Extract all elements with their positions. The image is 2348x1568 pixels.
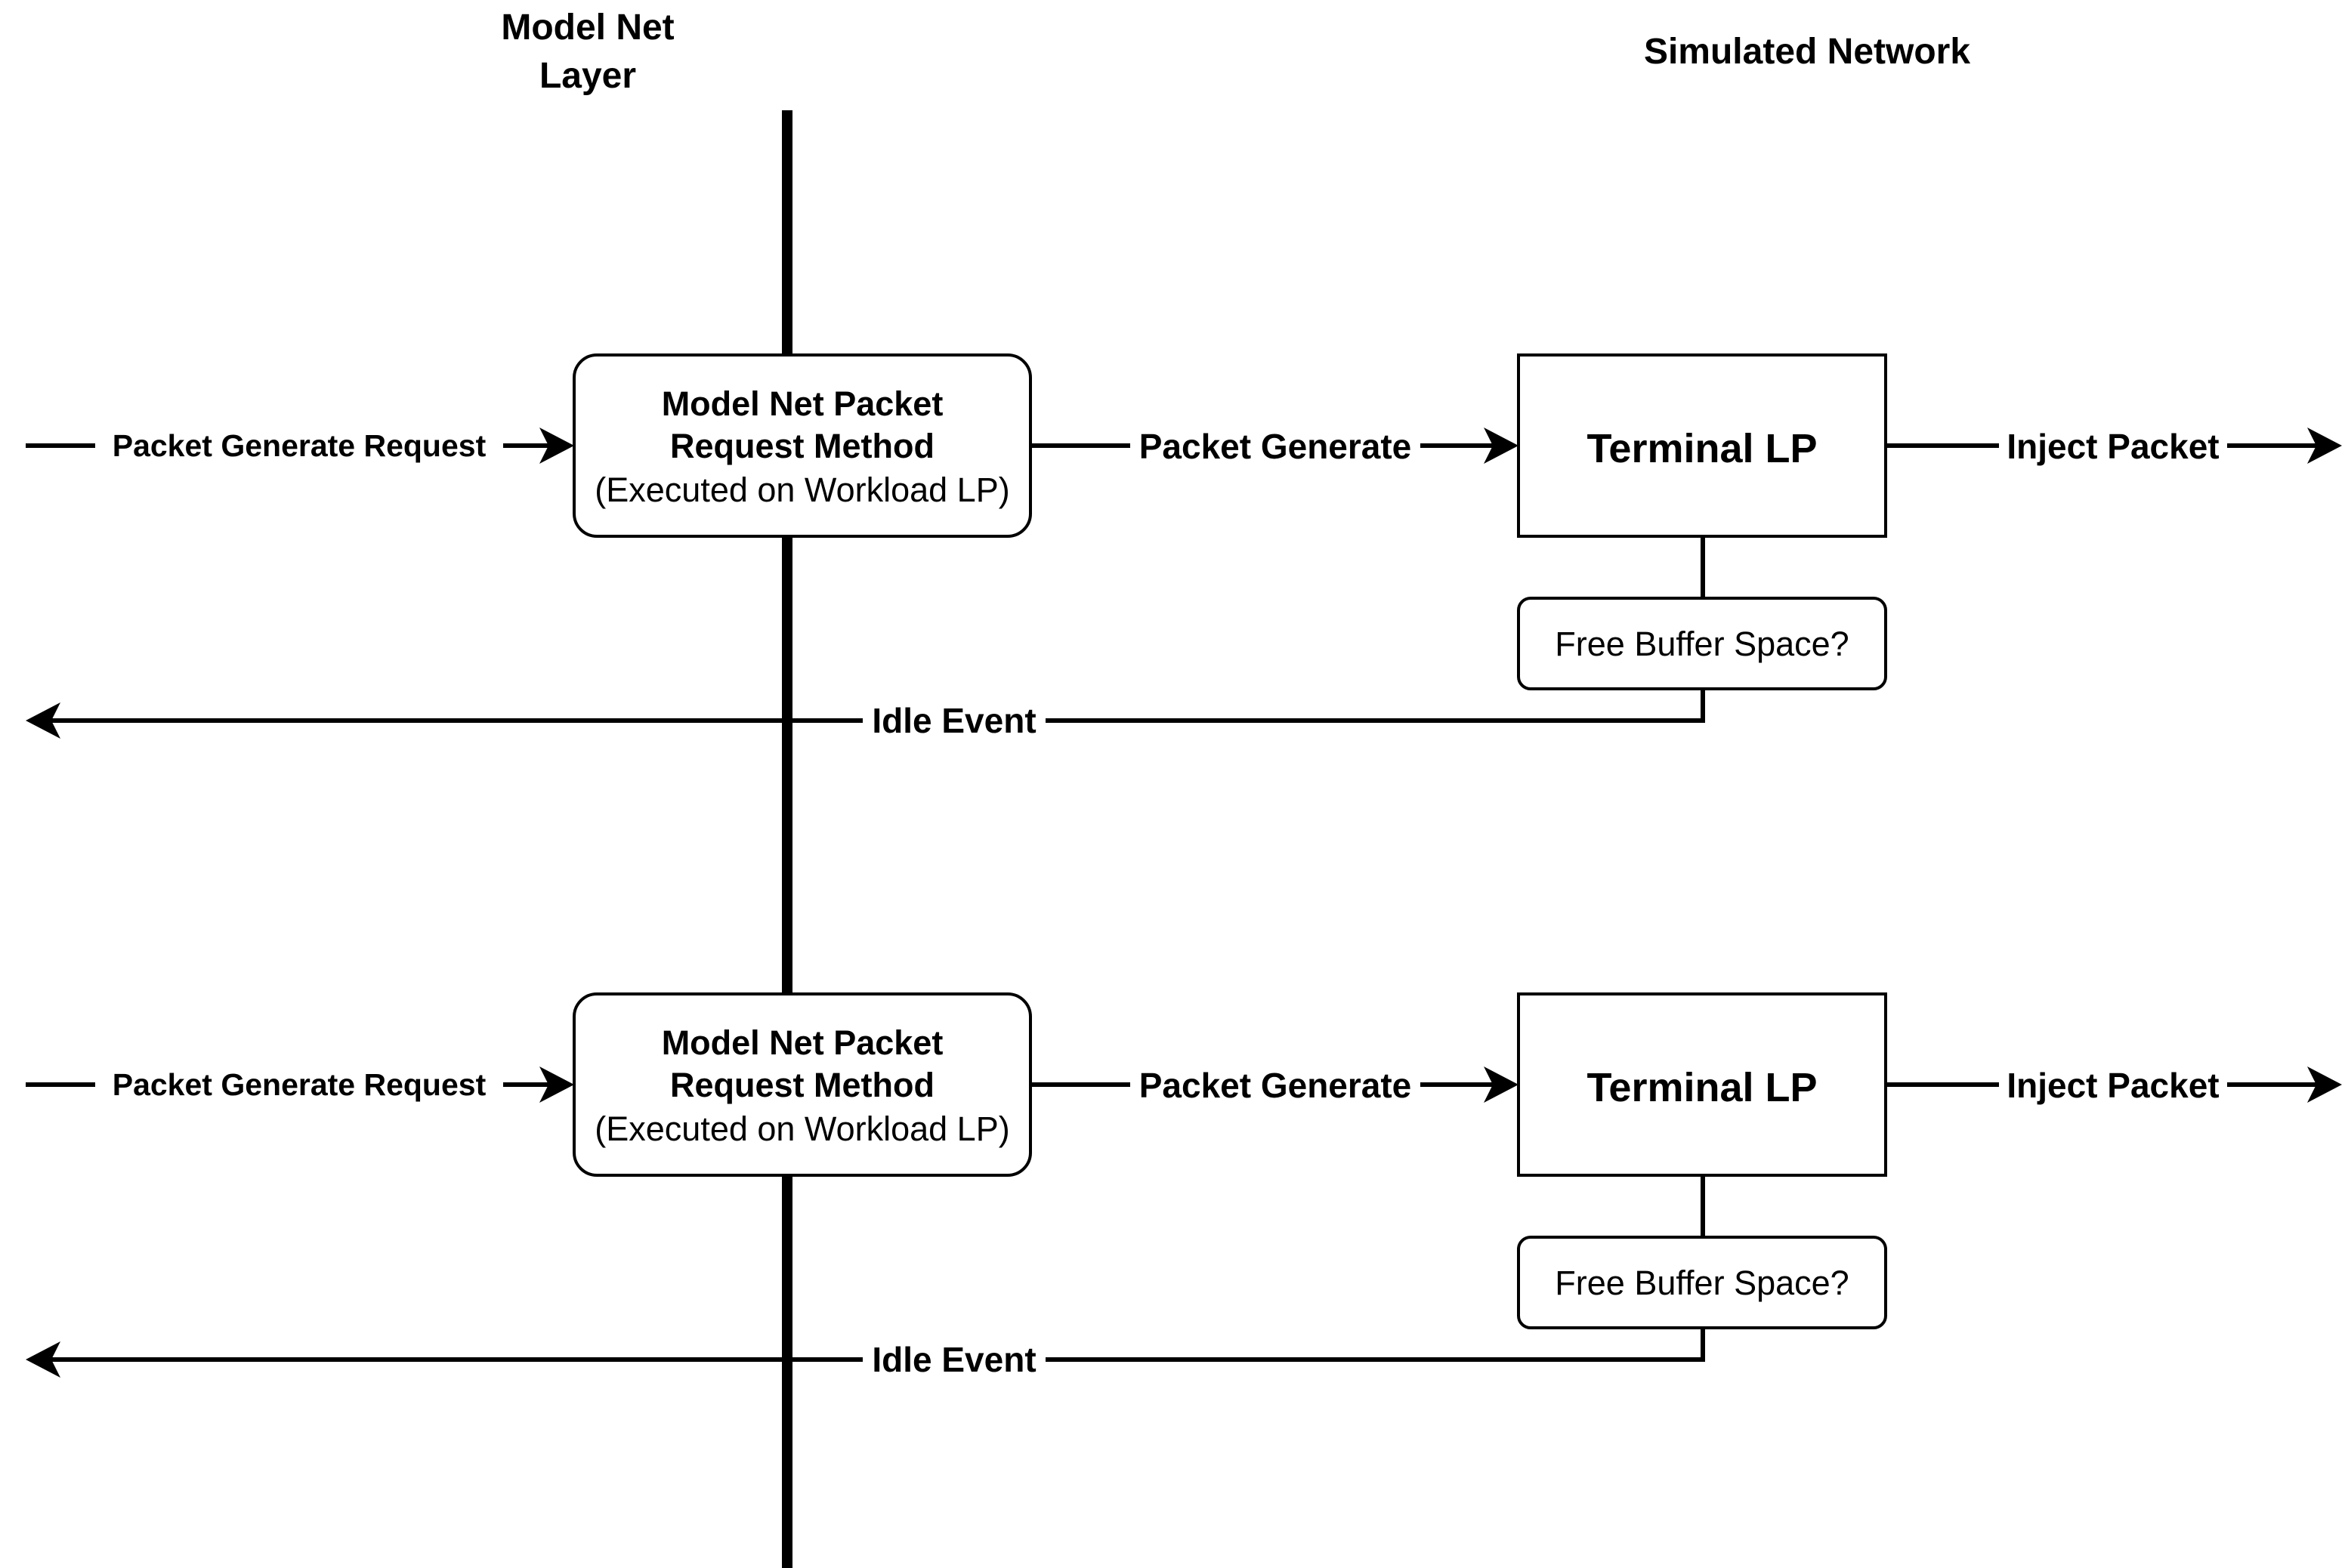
packet-generate-request-arrowhead [539,427,574,464]
method-box-subtitle: (Executed on Workload LP) [595,471,1009,509]
idle-event-label: Idle Event [872,701,1036,740]
idle-event-edge [45,1328,1705,1362]
method-box-title-line1: Model Net Packet [662,1023,944,1062]
method-box-subtitle: (Executed on Workload LP) [595,1110,1009,1148]
idle-event-arrowhead [26,702,60,739]
row-1: Packet Generate Request Model Net Packet… [26,353,2342,745]
packet-generate-request-label: Packet Generate Request [113,428,487,463]
simulated-network-header: Simulated Network [1644,32,1970,72]
free-buffer-label: Free Buffer Space? [1555,1264,1849,1302]
method-box-title-line1: Model Net Packet [662,384,944,423]
edge-label-bg [1999,1062,2227,1109]
edge-label-bg [1130,1062,1420,1109]
edge-label-bg [863,698,1046,745]
edge-label-bg [1130,423,1420,470]
idle-event-edge [45,689,1705,723]
packet-generate-request-label: Packet Generate Request [113,1067,487,1102]
idle-event-arrowhead [26,1341,60,1378]
inject-packet-label: Inject Packet [2007,1066,2219,1105]
terminal-lp-box [1517,992,1887,1177]
row-2: Packet Generate Request Model Net Packet… [26,992,2342,1384]
model-net-layer-header-line1: Model Net [501,8,674,48]
edge-label-bg [95,424,503,468]
method-box-title-line2: Request Method [670,1066,935,1104]
free-buffer-label: Free Buffer Space? [1555,625,1849,663]
method-box-title-line2: Request Method [670,427,935,465]
packet-generate-arrowhead [1484,427,1518,464]
inject-packet-arrowhead [2307,1066,2342,1103]
packet-generate-label: Packet Generate [1139,427,1412,466]
terminal-lp-label: Terminal LP [1586,426,1817,471]
packet-generate-label: Packet Generate [1139,1066,1412,1105]
terminal-lp-label: Terminal LP [1586,1065,1817,1110]
inject-packet-arrowhead [2307,427,2342,464]
edge-label-bg [863,1337,1046,1384]
model-net-layer-header-line2: Layer [539,56,636,96]
edge-label-bg [1999,423,2227,470]
idle-event-label: Idle Event [872,1340,1036,1379]
packet-generate-request-arrowhead [539,1066,574,1103]
edge-label-bg [95,1063,503,1107]
inject-packet-label: Inject Packet [2007,427,2219,466]
packet-generate-arrowhead [1484,1066,1518,1103]
